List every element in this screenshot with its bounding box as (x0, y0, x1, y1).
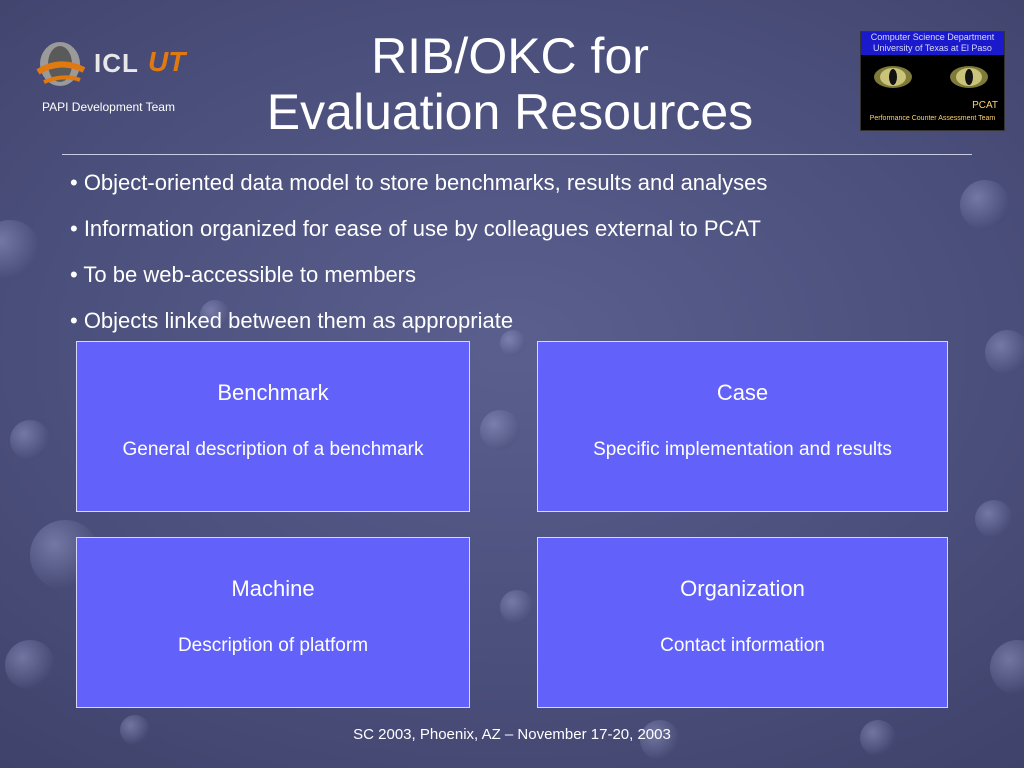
card-description: Contact information (660, 635, 825, 656)
bullet-item: • Information organized for ease of use … (70, 216, 761, 241)
department-band: Computer Science Department University o… (861, 32, 1004, 55)
title-divider (62, 154, 972, 155)
card-title: Organization (680, 576, 805, 601)
card-title: Case (716, 380, 769, 405)
bullet-item: • Objects linked between them as appropr… (70, 308, 514, 333)
card-description: General description of a benchmark (122, 439, 424, 460)
icl-globe-icon (36, 42, 86, 86)
card-case: Case Specific implementation and results (537, 341, 948, 512)
card-title: Benchmark (217, 380, 329, 405)
right-eye-icon (950, 66, 988, 88)
card-title: Machine (231, 576, 315, 601)
department-line-2: University of Texas at El Paso (873, 43, 992, 53)
pcat-team-label: Performance Counter Assessment Team (869, 115, 996, 122)
card-organization: Organization Contact information (537, 537, 948, 708)
pcat-logo: Computer Science Department University o… (860, 31, 1005, 131)
pcat-label: PCAT (972, 100, 998, 111)
card-description: Specific implementation and results (593, 439, 892, 460)
card-description: Description of platform (177, 635, 369, 656)
team-label: PAPI Development Team (42, 100, 175, 114)
department-line-1: Computer Science Department (870, 32, 995, 42)
left-eye-icon (874, 66, 912, 88)
bullet-list: • Object-oriented data model to store be… (70, 160, 970, 344)
card-benchmark: Benchmark General description of a bench… (76, 341, 470, 512)
title-line-2: Evaluation Resources (266, 84, 754, 140)
ut-text: UT (148, 46, 186, 77)
icl-text: ICL (94, 48, 139, 78)
bullet-item: • Object-oriented data model to store be… (70, 170, 768, 195)
slide-footer: SC 2003, Phoenix, AZ – November 17-20, 2… (353, 726, 671, 743)
card-machine: Machine Description of platform (76, 537, 470, 708)
title-line-1: RIB/OKC for (371, 28, 649, 84)
icl-ut-logo: ICL UT (34, 34, 194, 94)
slide-title: RIB/OKC for Evaluation Resources (200, 28, 820, 140)
bullet-item: • To be web-accessible to members (70, 262, 417, 287)
